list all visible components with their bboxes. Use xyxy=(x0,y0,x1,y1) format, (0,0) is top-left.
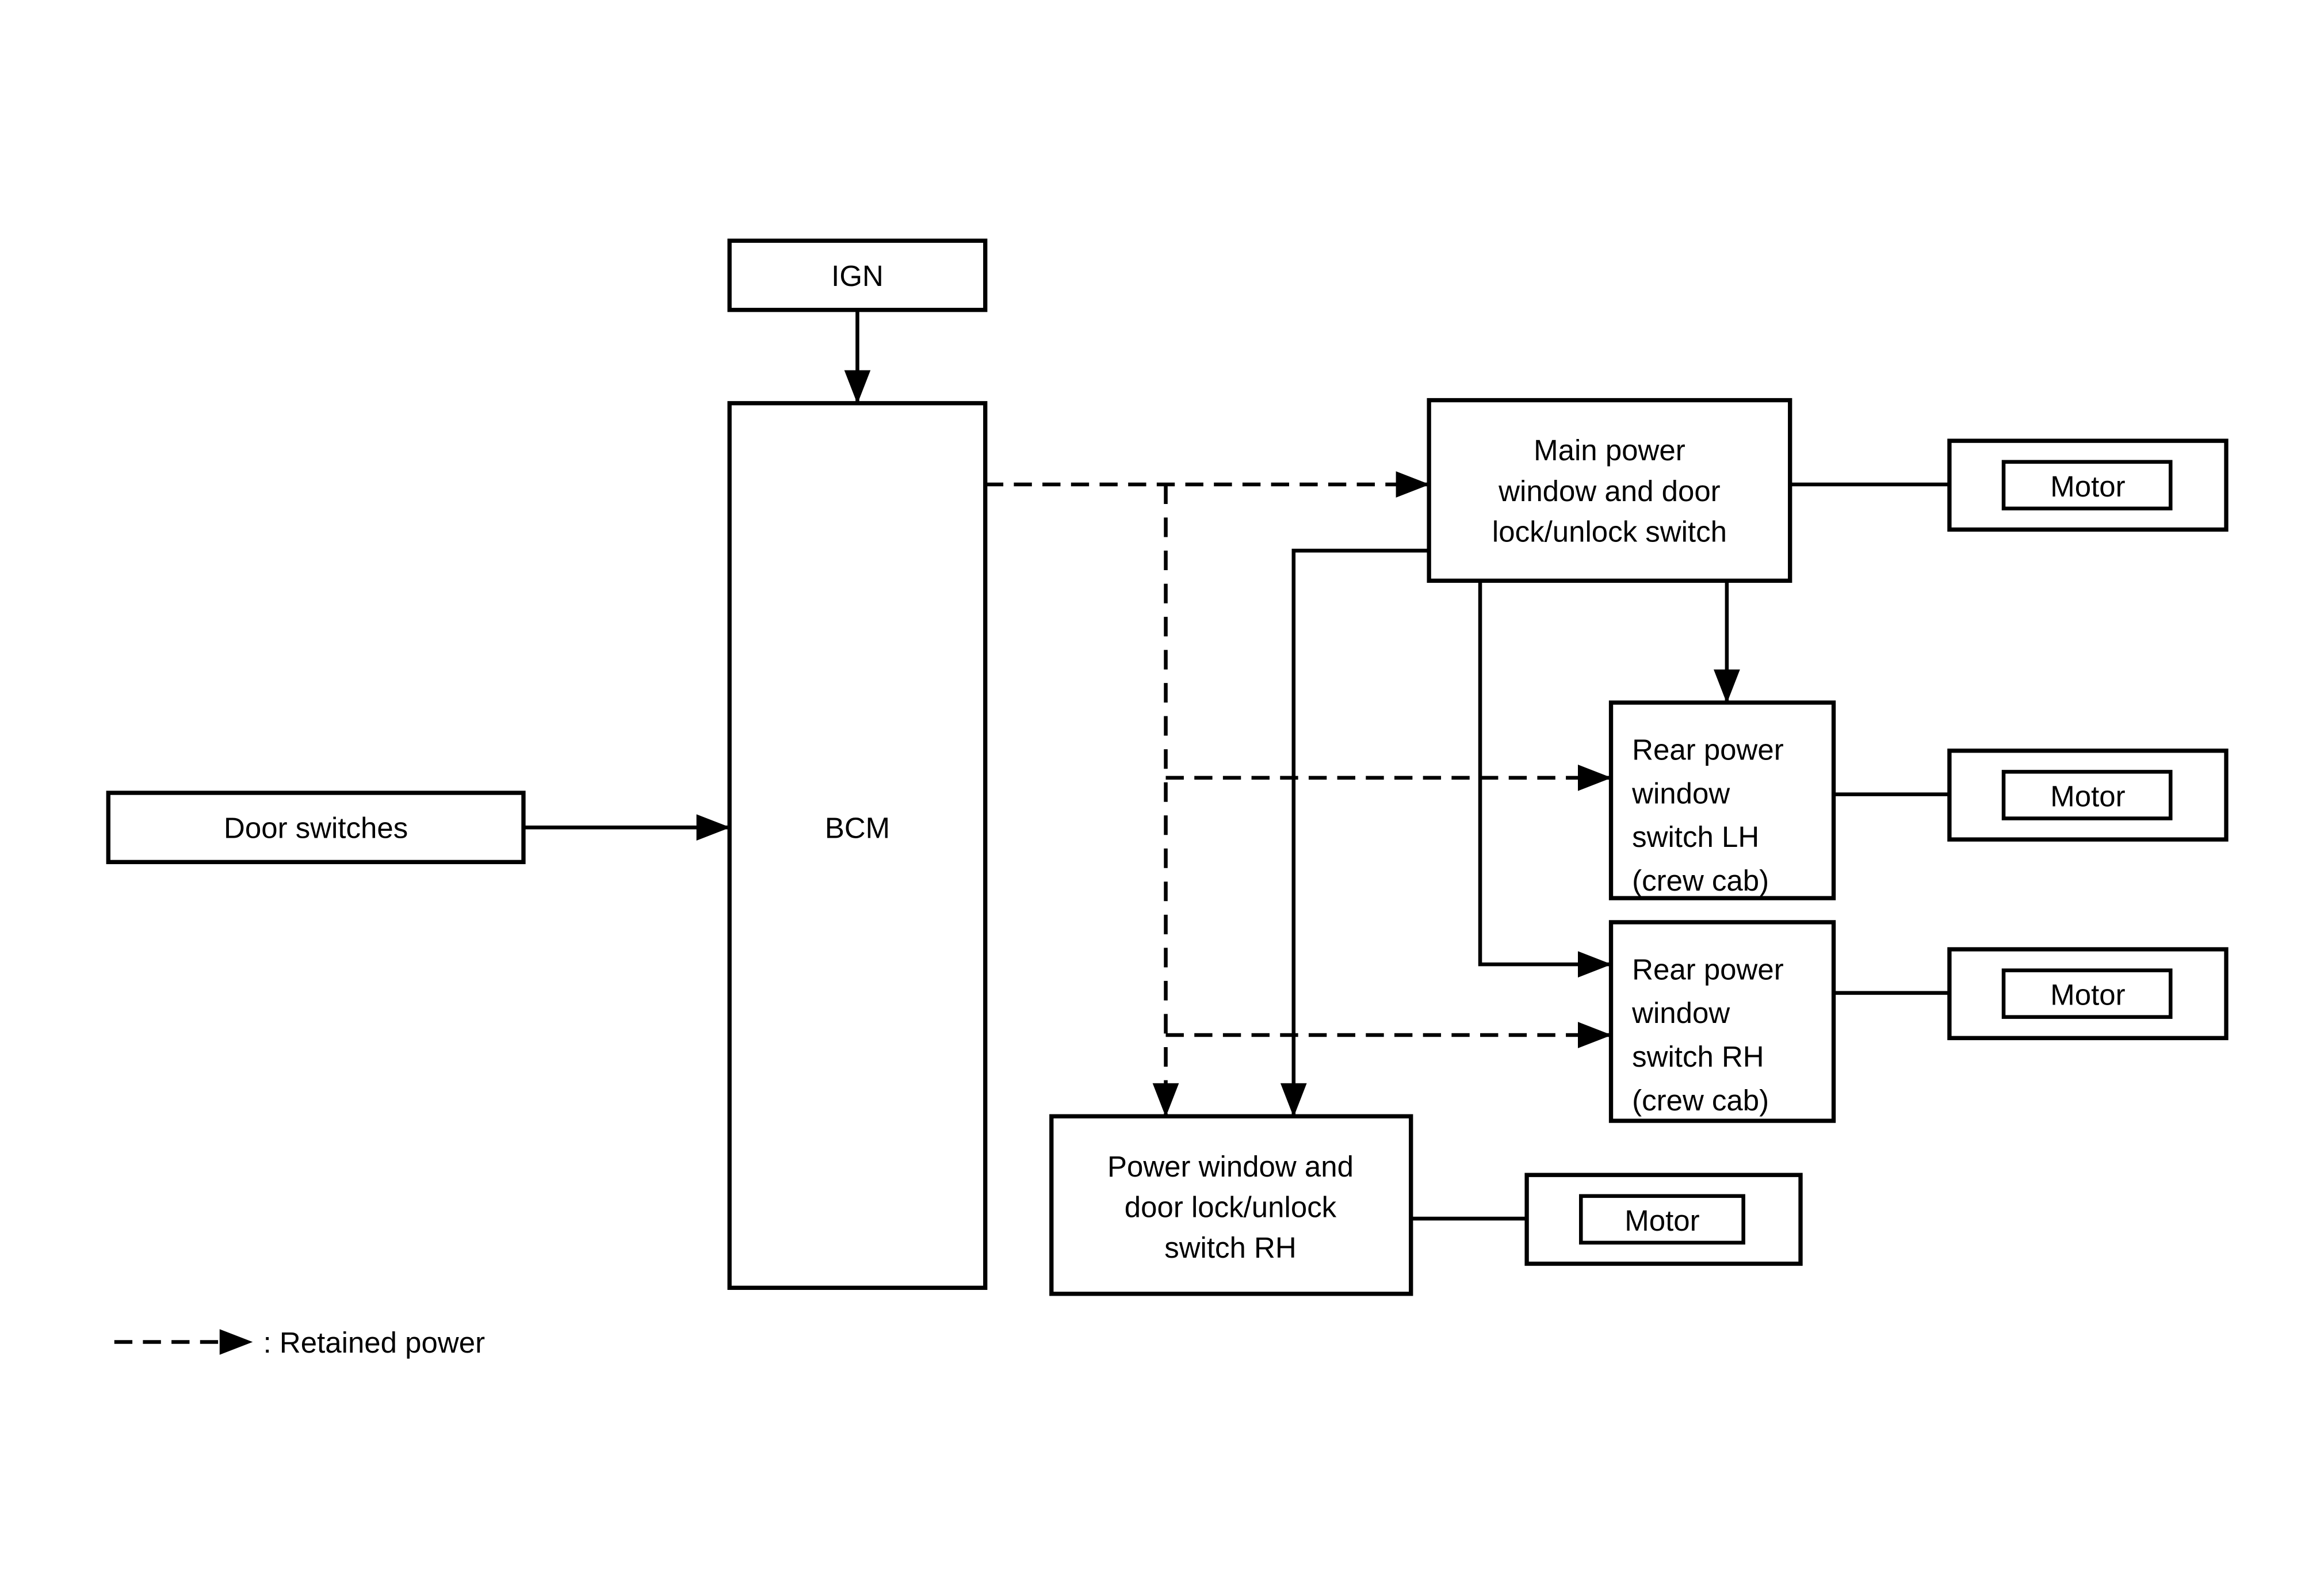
node-motor-rear-rh: Motor xyxy=(1947,947,2229,1040)
node-door-switches: Door switches xyxy=(106,791,526,864)
node-motor-rear-lh: Motor xyxy=(1947,749,2229,842)
rear-lh-line1: Rear power xyxy=(1632,734,1784,766)
node-main-switch: Main power window and door lock/unlock s… xyxy=(1427,398,1792,583)
rear-rh-line3: switch RH xyxy=(1632,1040,1764,1073)
node-motor-main: Motor xyxy=(1947,438,2229,532)
motor-rear-lh-label: Motor xyxy=(2050,780,2125,813)
rear-lh-line4: (crew cab) xyxy=(1632,864,1769,897)
motor-rear-rh-label: Motor xyxy=(2050,979,2125,1011)
legend: : Retained power xyxy=(114,1326,485,1359)
motor-rh-label: Motor xyxy=(1624,1204,1699,1237)
door-switches-label: Door switches xyxy=(224,811,408,844)
node-ign: IGN xyxy=(727,238,988,312)
rear-rh-line4: (crew cab) xyxy=(1632,1084,1769,1117)
node-rh-switch: Power window and door lock/unlock switch… xyxy=(1049,1114,1413,1296)
node-motor-rh: Motor xyxy=(1524,1173,1803,1266)
main-switch-line2: window and door xyxy=(1498,475,1720,507)
main-switch-line1: Main power xyxy=(1534,434,1685,467)
rh-switch-line1: Power window and xyxy=(1107,1150,1354,1183)
legend-label: : Retained power xyxy=(263,1326,485,1359)
rear-rh-line1: Rear power xyxy=(1632,953,1784,986)
rh-switch-line3: switch RH xyxy=(1164,1231,1296,1264)
node-rear-lh-switch: Rear power window switch LH (crew cab) xyxy=(1608,700,1836,900)
connector-main-switch-to-rh-switch xyxy=(1280,548,1429,1117)
rear-lh-line2: window xyxy=(1631,777,1730,809)
bcm-label: BCM xyxy=(825,811,890,844)
rh-switch-line2: door lock/unlock xyxy=(1125,1190,1337,1223)
motor-main-label: Motor xyxy=(2050,470,2125,503)
ign-label: IGN xyxy=(831,259,884,292)
node-rear-rh-switch: Rear power window switch RH (crew cab) xyxy=(1608,920,1836,1123)
node-bcm: BCM xyxy=(727,401,988,1290)
main-switch-line3: lock/unlock switch xyxy=(1492,515,1727,548)
rear-rh-line2: window xyxy=(1631,996,1730,1029)
rear-lh-line3: switch LH xyxy=(1632,820,1759,853)
legend-arrowhead-icon xyxy=(219,1329,253,1355)
connector-main-switch-to-rear-rh xyxy=(1478,581,1612,978)
